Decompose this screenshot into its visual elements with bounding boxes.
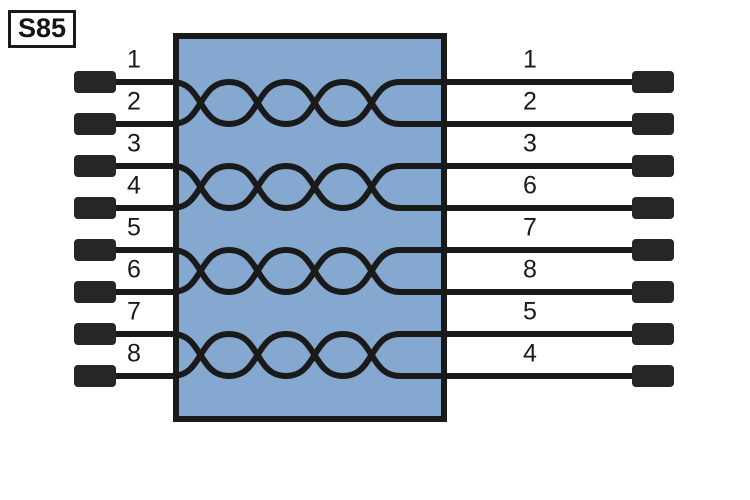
left-connector-group <box>74 71 116 387</box>
twist-strand-pair-2-a <box>169 163 447 211</box>
pin-number-right-5: 5 <box>523 297 537 326</box>
panel-label: S85 <box>8 10 77 49</box>
pin-number-left-1: 1 <box>127 45 141 74</box>
pin-number-right-3: 3 <box>523 129 537 158</box>
pin-number-right-1: 1 <box>523 45 537 74</box>
connector-pad-left-2 <box>74 113 116 135</box>
right-connector-group <box>632 71 674 387</box>
pin-number-left-2: 2 <box>127 87 141 116</box>
connector-pad-left-1 <box>74 71 116 93</box>
connector-pad-left-6 <box>74 281 116 303</box>
twist-strand-pair-4-b <box>169 331 447 379</box>
connector-pad-left-5 <box>74 239 116 261</box>
connector-pad-left-7 <box>74 323 116 345</box>
connector-pad-left-4 <box>74 197 116 219</box>
connector-pad-right-3 <box>632 155 674 177</box>
connector-pad-right-5 <box>632 323 674 345</box>
connector-pad-left-3 <box>74 155 116 177</box>
twist-strand-pair-1-a <box>169 79 447 127</box>
pin-number-right-4: 4 <box>523 339 537 368</box>
pin-number-right-7: 7 <box>523 213 537 242</box>
twist-strand-pair-1-b <box>169 79 447 127</box>
pin-number-right-2: 2 <box>523 87 537 116</box>
pin-number-right-8: 8 <box>523 255 537 284</box>
wire-group <box>112 79 636 379</box>
pin-number-left-8: 8 <box>127 339 141 368</box>
pin-number-left-4: 4 <box>127 171 141 200</box>
connector-pad-right-7 <box>632 239 674 261</box>
pin-number-left-6: 6 <box>127 255 141 284</box>
connector-pad-right-8 <box>632 281 674 303</box>
twist-strand-pair-3-b <box>169 247 447 295</box>
twist-strand-pair-2-b <box>169 163 447 211</box>
connector-pad-left-8 <box>74 365 116 387</box>
pin-number-left-3: 3 <box>127 129 141 158</box>
connector-pad-right-2 <box>632 113 674 135</box>
pin-number-left-7: 7 <box>127 297 141 326</box>
pin-number-right-6: 6 <box>523 171 537 200</box>
connector-pad-right-4 <box>632 365 674 387</box>
connector-pad-right-6 <box>632 197 674 219</box>
twist-strand-pair-4-a <box>169 331 447 379</box>
twist-strand-pair-3-a <box>169 247 447 295</box>
pin-number-left-5: 5 <box>127 213 141 242</box>
connector-pad-right-1 <box>632 71 674 93</box>
